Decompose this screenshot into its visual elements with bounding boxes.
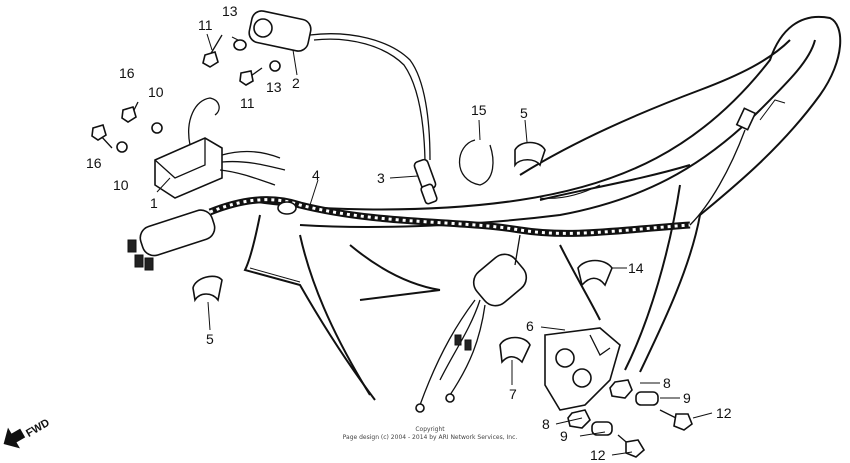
washer-10-upper: [151, 122, 163, 134]
collar-upper: [635, 391, 659, 406]
cdi-unit: [154, 97, 286, 199]
ignition-coil: [248, 10, 431, 161]
bolt-lower: [617, 434, 646, 458]
callout-4: 4: [312, 167, 320, 183]
callout-13-upper: 13: [222, 3, 238, 19]
callout-2: 2: [292, 75, 300, 91]
callout-16-lower: 16: [86, 155, 102, 171]
callout-5-upper: 5: [520, 105, 528, 121]
callout-12-lower: 12: [590, 447, 606, 463]
callout-3: 3: [377, 170, 385, 186]
callout-15: 15: [471, 102, 487, 118]
collar-lower: [591, 421, 613, 436]
callout-7: 7: [509, 386, 517, 402]
washer-10-lower: [116, 141, 128, 153]
callout-5-lower: 5: [206, 331, 214, 347]
clip-14: [577, 259, 613, 287]
nut-upper: [609, 379, 633, 399]
callout-13-lower: 13: [266, 79, 282, 95]
harness-clamp-lower: [192, 275, 223, 303]
callout-8-lower: 8: [542, 416, 550, 432]
copyright-line-1: Copyright: [415, 426, 445, 433]
callout-10-upper: 10: [148, 84, 164, 100]
copyright-line-2: Page design (c) 2004 - 2014 by ARI Netwo…: [342, 434, 518, 441]
callout-11-upper: 11: [198, 17, 213, 33]
grommet: [499, 336, 531, 364]
bolt-upper: [659, 409, 693, 431]
bolt-16-upper: [121, 101, 139, 123]
callout-10-lower: 10: [113, 177, 129, 193]
motorcycle-frame: [243, 15, 842, 401]
callout-9-upper: 9: [683, 390, 691, 406]
callout-14: 14: [628, 260, 644, 276]
spark-plug-cap: [413, 158, 438, 205]
leader-lines: [156, 33, 713, 456]
callout-6: 6: [526, 318, 534, 334]
harness-plug: [127, 209, 216, 271]
wire-harness: [208, 107, 757, 237]
harness-clamp-upper: [514, 141, 546, 168]
callout-9-lower: 9: [560, 428, 568, 444]
harness-connector: [415, 234, 528, 413]
forward-arrow: FWD: [3, 417, 52, 449]
copyright-notice: Copyright Page design (c) 2004 - 2014 by…: [300, 426, 560, 442]
callout-11-lower: 11: [240, 95, 255, 111]
callout-labels: 1 2 3 4 5 5 6 7 8 8 9 9 10 10 11 11 12 1…: [86, 3, 732, 463]
bolt-16-lower: [91, 124, 113, 149]
mounting-bracket: [544, 327, 621, 411]
callout-16-upper: 16: [119, 65, 135, 81]
callout-12-upper: 12: [716, 405, 732, 421]
callout-1: 1: [150, 195, 158, 211]
wire-band: [458, 139, 494, 186]
bolt-11-lower: [239, 67, 263, 86]
bolt-11-upper: [202, 34, 223, 68]
callout-8-upper: 8: [663, 375, 671, 391]
fwd-label: FWD: [24, 417, 52, 440]
washer-13-upper: [233, 39, 247, 51]
washer-13-lower: [269, 60, 281, 72]
